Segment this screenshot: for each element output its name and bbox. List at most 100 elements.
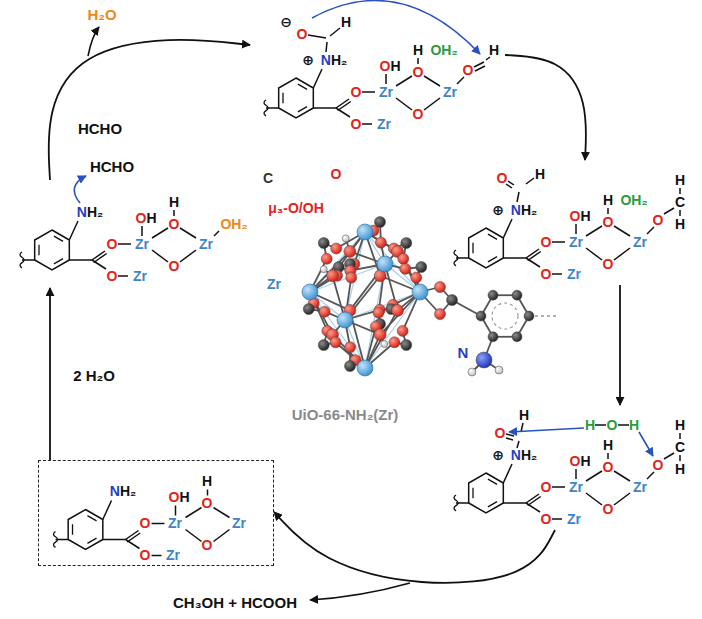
bond xyxy=(186,530,202,542)
curly-arrow xyxy=(74,176,86,203)
bond xyxy=(552,241,565,243)
atom-sphere xyxy=(375,237,386,248)
bond xyxy=(586,493,602,505)
atom-sphere xyxy=(392,304,404,316)
atom-sphere xyxy=(488,332,498,342)
atom-label: NH₂ xyxy=(110,484,136,498)
cycle-arrow xyxy=(49,40,250,180)
atom-label: O xyxy=(541,512,552,526)
octahedron-edge xyxy=(365,292,420,368)
atom-legend-label: N xyxy=(458,345,469,360)
ring-double-bond xyxy=(282,93,283,104)
atom-sphere xyxy=(320,266,327,273)
atom-sphere xyxy=(303,304,314,315)
cycle-arrow xyxy=(505,55,586,160)
bond xyxy=(92,260,106,269)
bond xyxy=(417,58,419,64)
atom-label: H xyxy=(675,462,685,476)
bond xyxy=(126,540,140,549)
atom-label: Zr xyxy=(569,480,583,494)
atom-label: H xyxy=(413,43,423,57)
bond xyxy=(647,472,654,479)
bond xyxy=(396,76,412,86)
atom-sphere xyxy=(342,235,349,242)
atom-sphere xyxy=(318,238,329,249)
atom-label: Zr xyxy=(633,480,647,494)
catalyst-structure: NH₂OOZrZrOHOHZrO⊕⊖OHOH₂OH xyxy=(250,10,505,135)
ring-double-bond xyxy=(488,479,497,484)
atom-label: O xyxy=(653,213,664,227)
bond xyxy=(457,77,464,84)
bond xyxy=(575,469,577,479)
bond xyxy=(118,275,128,277)
bond xyxy=(552,486,565,488)
zr-sphere xyxy=(357,360,373,376)
atom-label: H xyxy=(169,195,179,209)
bond xyxy=(396,98,412,110)
atom-label: H xyxy=(603,438,613,452)
cycle-arrow xyxy=(274,512,555,583)
bond xyxy=(180,228,196,238)
atom-sphere xyxy=(318,340,329,351)
atom-sphere xyxy=(401,238,412,249)
bond xyxy=(313,69,322,88)
bond xyxy=(180,250,196,262)
atom-label: H xyxy=(489,43,499,57)
bond xyxy=(486,57,490,60)
atom-sphere xyxy=(447,295,458,306)
atom-label: O xyxy=(603,460,614,474)
atom-label: O xyxy=(351,117,362,131)
wavy-bond xyxy=(454,250,458,266)
bond xyxy=(362,123,372,125)
atom-label: OH xyxy=(168,490,189,504)
atom-sphere xyxy=(476,352,492,368)
atom-label: OH xyxy=(569,209,590,223)
atom-label: Zr xyxy=(135,237,149,251)
ring-double-bond xyxy=(54,236,63,241)
bond xyxy=(94,254,107,263)
bond xyxy=(308,35,326,38)
zr-cluster xyxy=(302,217,558,377)
bond xyxy=(526,258,540,267)
bond xyxy=(618,424,629,426)
bond xyxy=(214,231,219,236)
bond xyxy=(475,66,485,71)
atom-sphere xyxy=(381,341,388,348)
octahedron-edge xyxy=(310,232,365,292)
atom-label: O xyxy=(463,63,474,77)
atom-label: NH₂ xyxy=(321,53,347,67)
atom-sphere xyxy=(373,307,384,318)
bond xyxy=(141,226,143,236)
bond xyxy=(207,490,209,496)
atom-label: O xyxy=(169,259,180,273)
benzene-ring xyxy=(469,473,504,513)
bond xyxy=(614,226,630,236)
aromatic-ring xyxy=(492,303,518,329)
ring-double-bond xyxy=(298,107,307,112)
bond xyxy=(664,453,674,459)
atom-label: O xyxy=(140,548,151,562)
bond xyxy=(679,433,681,439)
bond xyxy=(586,226,602,236)
ring-double-bond xyxy=(488,257,497,262)
atom-sphere xyxy=(344,245,356,257)
atom-label: Zr xyxy=(166,548,180,562)
atom-label: O xyxy=(541,267,552,281)
atom-label: Zr xyxy=(569,235,583,249)
curly-arrow xyxy=(509,428,584,432)
bond xyxy=(586,248,602,260)
atom-label: Zr xyxy=(633,235,647,249)
atom-label: O xyxy=(413,107,424,121)
atom-label: Zr xyxy=(232,516,246,530)
atom-label: OH₂ xyxy=(620,193,647,207)
wavy-bond xyxy=(264,100,268,116)
cycle-arrow xyxy=(619,285,621,405)
atom-sphere xyxy=(398,253,409,264)
bond xyxy=(679,210,681,216)
atom-sphere xyxy=(345,361,356,372)
ring-double-bond xyxy=(87,538,96,543)
atom-label: H xyxy=(341,15,351,29)
bond xyxy=(552,273,562,275)
benzene-ring xyxy=(68,510,103,550)
atom-sphere xyxy=(435,309,446,320)
